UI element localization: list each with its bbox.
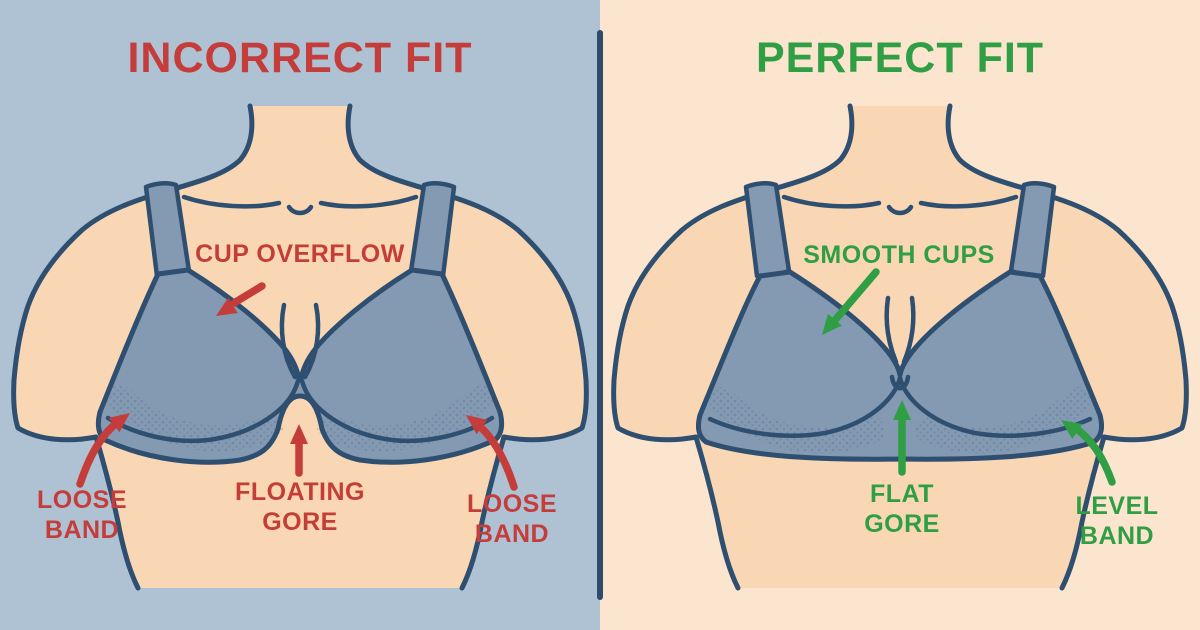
panel-divider xyxy=(597,30,603,600)
loose-band-right-label: LOOSE BAND xyxy=(466,490,557,548)
loose-band-left-arrow xyxy=(76,413,130,488)
torso-outline-left xyxy=(611,103,855,591)
incorrect-fit-figure xyxy=(11,103,589,591)
neck-notch xyxy=(886,204,914,216)
perfect-fit-title: PERFECT FIT xyxy=(755,34,1045,82)
collarbone-right xyxy=(318,194,419,209)
cleavage-crease-right xyxy=(901,295,916,365)
torso-outline-right xyxy=(945,103,1189,591)
level-band-label: LEVEL BAND xyxy=(1075,492,1159,550)
level-band-arrow xyxy=(1061,420,1116,486)
gore-center-seam xyxy=(889,374,911,391)
loose-band-right-arrow xyxy=(466,415,518,491)
collarbone-left xyxy=(181,194,282,209)
torso-outline-left xyxy=(11,103,255,591)
collarbone-left xyxy=(781,194,882,209)
perfect-fit-figure xyxy=(611,103,1189,591)
overflow-crease-right xyxy=(302,302,321,380)
floating-gore-label: FLOATING GORE xyxy=(235,478,365,536)
cup-shading-right xyxy=(915,387,1091,454)
cup-shading-left xyxy=(709,387,885,454)
floating-gore-arrow xyxy=(290,424,308,477)
perfect-fit-panel: PERFECT FIT xyxy=(600,0,1200,630)
cup-shading-left xyxy=(107,385,283,452)
collarbone-right xyxy=(918,194,1019,209)
cup-overflow-arrow xyxy=(216,282,266,316)
cleavage-crease-left xyxy=(884,295,899,365)
flat-gore-arrow xyxy=(893,400,911,476)
loose-band-left-label: LOOSE BAND xyxy=(36,486,127,544)
flat-gore-label: FLAT GORE xyxy=(864,480,940,538)
neck-notch xyxy=(286,204,314,216)
bra-incorrect xyxy=(95,267,505,465)
incorrect-fit-title: INCORRECT FIT xyxy=(127,34,473,82)
smooth-cups-label: SMOOTH CUPS xyxy=(803,241,995,269)
torso-outline-right xyxy=(345,103,589,591)
cup-shading-right xyxy=(317,385,493,452)
incorrect-fit-panel: INCORRECT FIT xyxy=(0,0,600,630)
overflow-crease-left xyxy=(279,302,298,380)
cup-overflow-label: CUP OVERFLOW xyxy=(195,240,405,268)
smooth-cups-arrow xyxy=(822,268,880,335)
